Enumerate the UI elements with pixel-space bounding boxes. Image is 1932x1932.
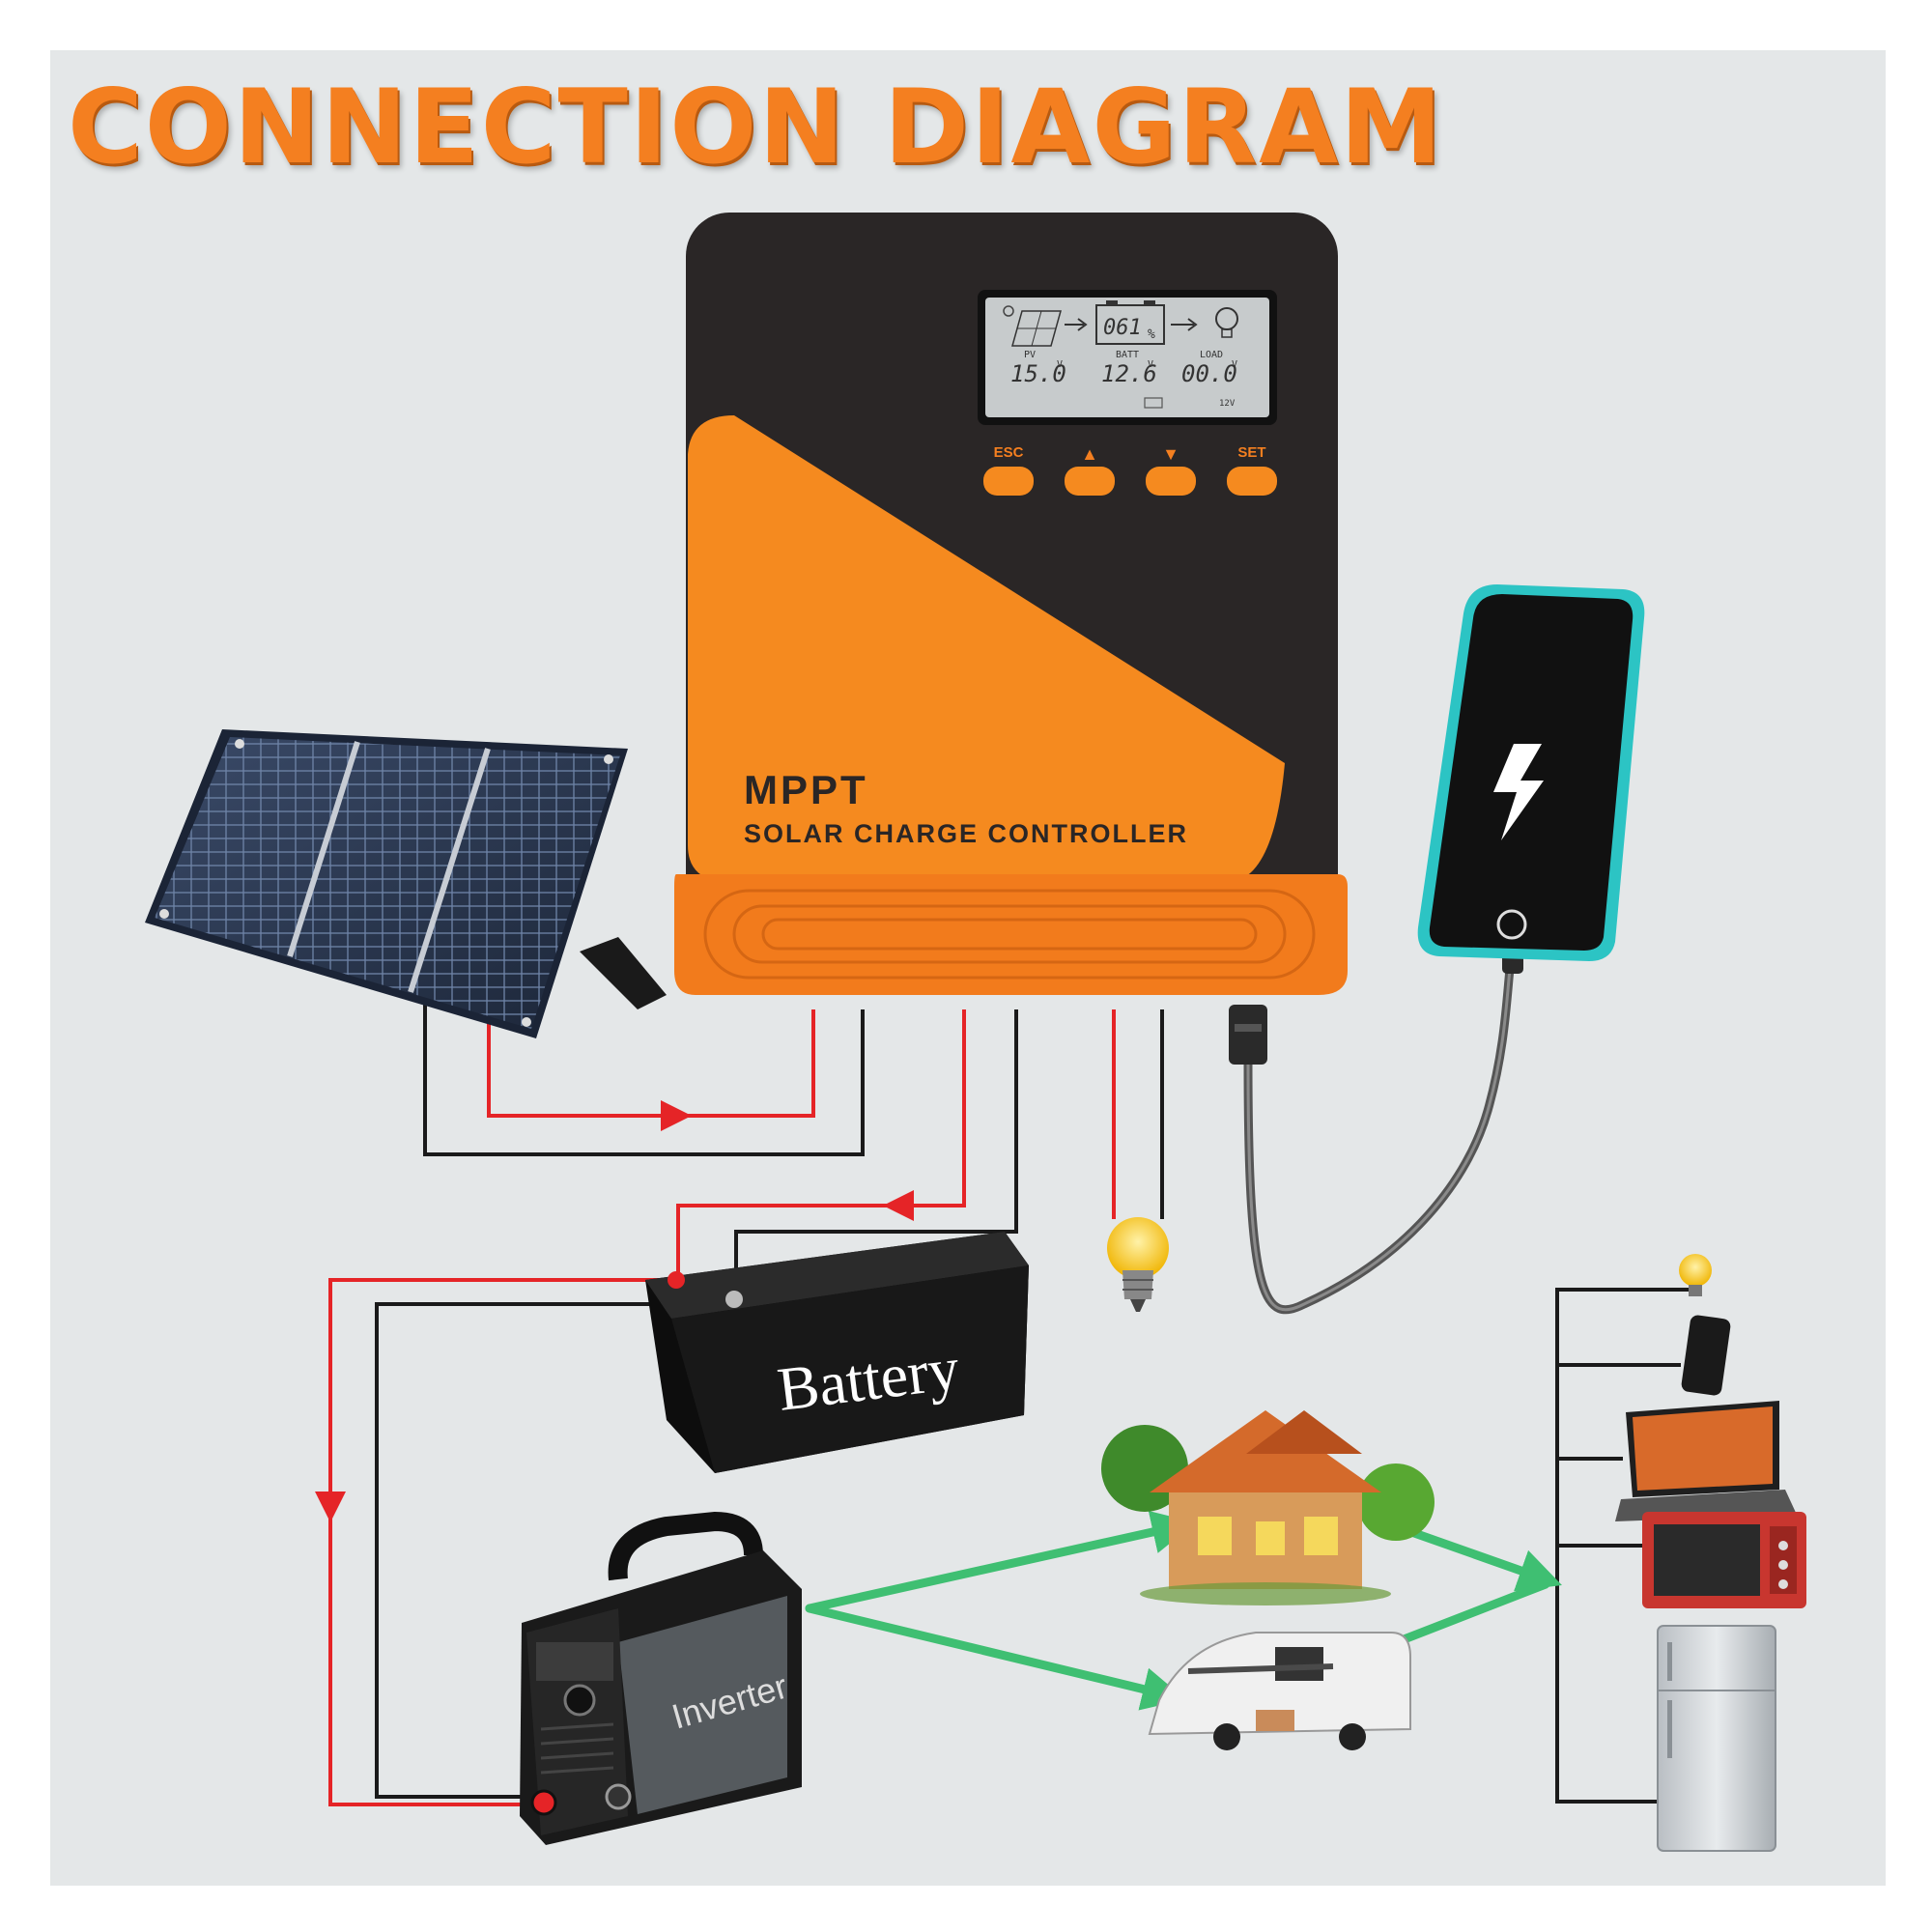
system-voltage: 12V xyxy=(1219,399,1236,409)
battery-wires xyxy=(676,1009,1018,1299)
lcd-solar-icon xyxy=(1011,310,1062,347)
up-button-label: ▲ xyxy=(1081,444,1098,464)
laptop-icon xyxy=(1615,1401,1797,1521)
load-value: 00.0 xyxy=(1181,360,1237,387)
lcd-display: 061 % PV BATT LOAD 15.0 V 12.6 V 00.0 V … xyxy=(978,290,1277,425)
battery-negative-terminal xyxy=(725,1291,743,1308)
lcd-load-icon xyxy=(1215,307,1238,338)
controller-subtitle: SOLAR CHARGE CONTROLLER xyxy=(744,819,1188,848)
up-button[interactable] xyxy=(1065,467,1115,496)
page-title: CONNECTION DIAGRAM xyxy=(68,68,1444,186)
charge-controller: 061 % PV BATT LOAD 15.0 V 12.6 V 00.0 V … xyxy=(674,213,1348,995)
inverter-wires xyxy=(315,1278,744,1806)
battery-percent: 061 xyxy=(1103,316,1142,340)
bulb-icon xyxy=(1107,1217,1169,1312)
battery-positive-terminal xyxy=(668,1271,685,1289)
battery-icon: Battery xyxy=(645,1232,1029,1473)
microwave-icon xyxy=(1642,1512,1806,1608)
caravan-icon xyxy=(1148,1632,1411,1750)
percent-unit: % xyxy=(1148,327,1155,342)
phone-icon xyxy=(1417,584,1645,961)
fridge-icon xyxy=(1657,1625,1776,1852)
charging-icon xyxy=(1493,744,1544,840)
down-button[interactable] xyxy=(1146,467,1196,496)
load-wires xyxy=(1112,1009,1164,1219)
solar-panel-wires xyxy=(423,1005,865,1156)
batt-label: BATT xyxy=(1116,350,1139,360)
set-button[interactable] xyxy=(1227,467,1277,496)
pv-value: 15.0 xyxy=(1010,360,1066,387)
small-bulb-icon xyxy=(1679,1254,1712,1296)
set-button-label: SET xyxy=(1237,444,1265,461)
down-button-label: ▼ xyxy=(1162,444,1179,464)
sun-icon xyxy=(1003,305,1014,317)
batt-value: 12.6 xyxy=(1101,360,1157,387)
pv-label: PV xyxy=(1024,350,1036,360)
pv-unit: V xyxy=(1057,359,1063,370)
solar-panel-icon xyxy=(145,729,667,1038)
load-unit: V xyxy=(1232,359,1237,370)
appliance-bus-wires xyxy=(1555,1288,1689,1804)
esc-button[interactable] xyxy=(983,467,1034,496)
controller-buttons: ESC ▲ ▼ SET xyxy=(983,444,1277,496)
small-phone-icon xyxy=(1681,1315,1731,1396)
lcd-battery-icon xyxy=(1095,300,1165,345)
esc-button-label: ESC xyxy=(994,444,1024,461)
inverter-icon: Inverter xyxy=(520,1511,802,1845)
controller-brand: MPPT xyxy=(744,767,868,812)
house-icon xyxy=(1101,1410,1435,1605)
batt-unit: V xyxy=(1148,359,1153,370)
lcd-small-battery-icon xyxy=(1144,397,1163,409)
load-label: LOAD xyxy=(1200,350,1223,360)
